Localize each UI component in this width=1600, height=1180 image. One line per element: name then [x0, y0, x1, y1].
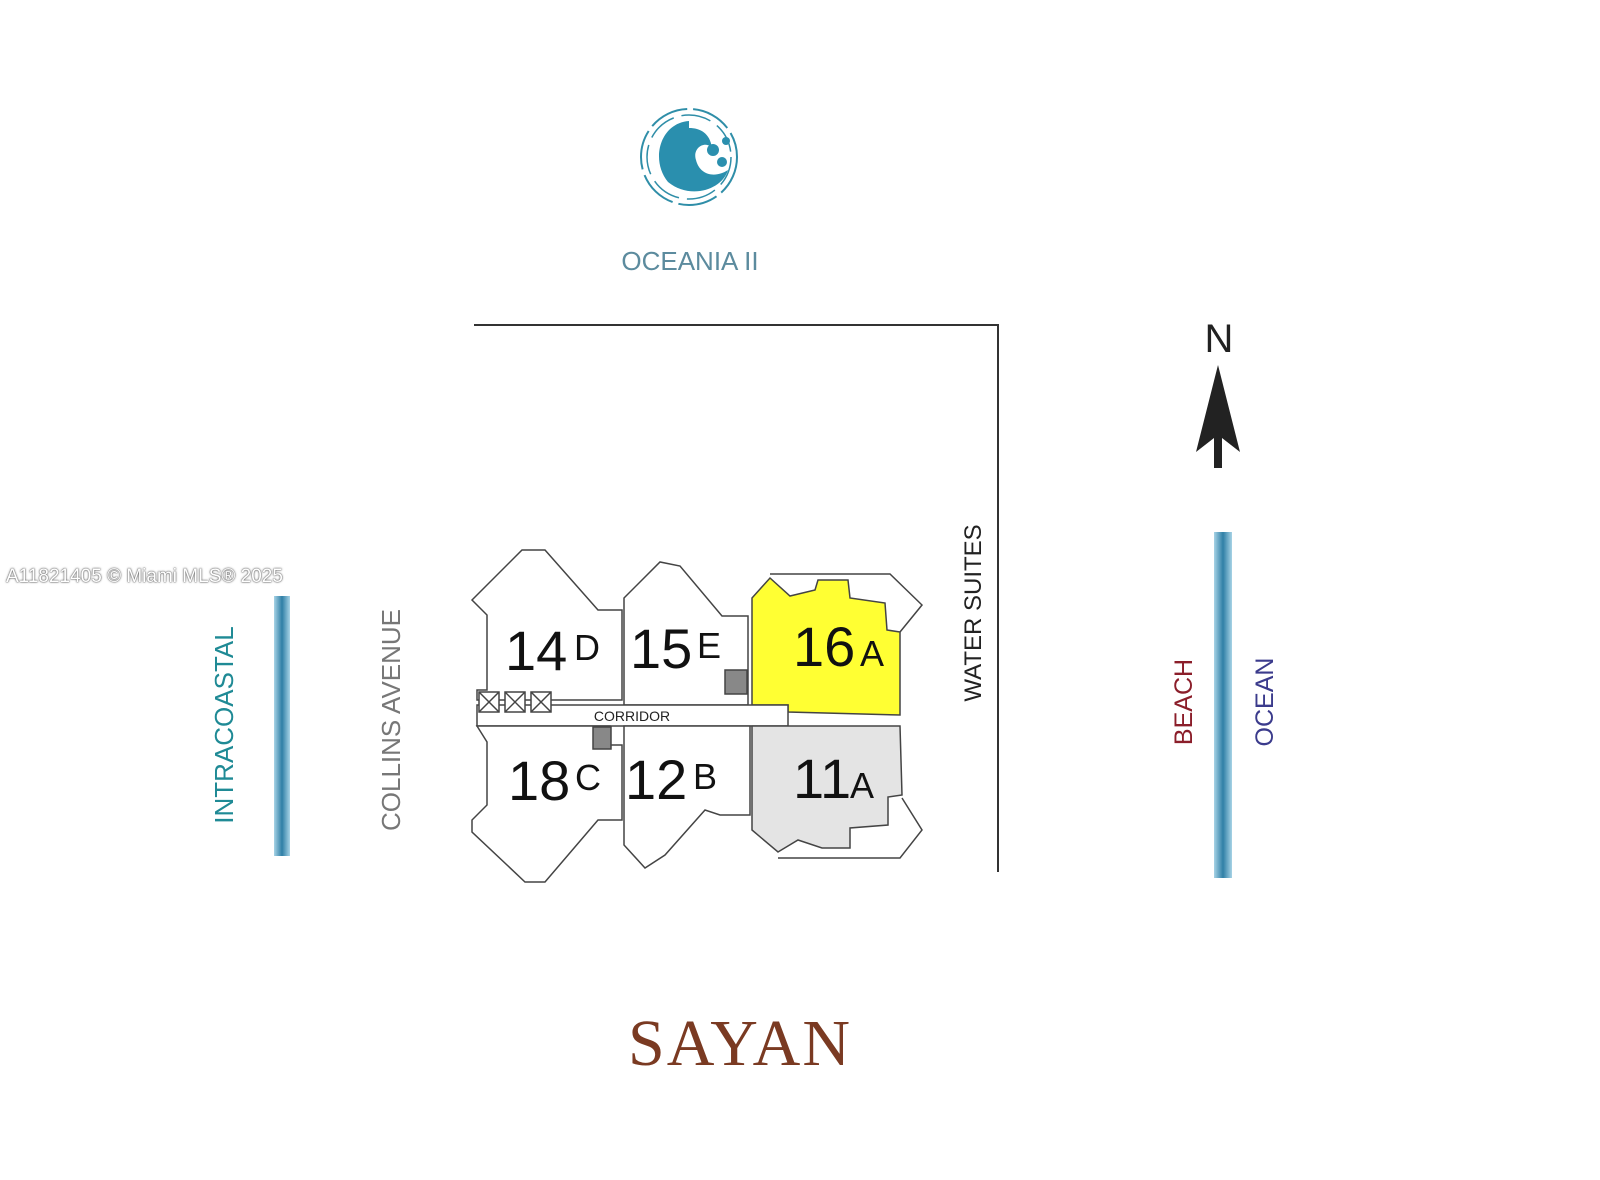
intracoastal-label: INTRACOASTAL: [209, 626, 239, 823]
svg-text:A: A: [860, 633, 884, 674]
unit-11a-area: [751, 725, 903, 853]
svg-text:11: 11: [793, 747, 851, 810]
watermark: A11821405 © Miami MLS® 2025: [6, 566, 283, 587]
elevator-icon: [504, 691, 526, 713]
svg-text:E: E: [697, 625, 721, 666]
floor-plan: [470, 549, 924, 883]
elevator-icon: [530, 691, 552, 713]
ocean-water: [1214, 532, 1232, 878]
wave-logo-icon: [640, 108, 738, 206]
svg-text:D: D: [574, 627, 600, 668]
oceania-title: OCEANIA II: [621, 246, 758, 276]
north-arrow-icon: N: [1196, 317, 1240, 468]
unit-12b-area: [623, 725, 751, 869]
unit-14d-area: [470, 549, 623, 701]
north-label: N: [1205, 317, 1234, 361]
water-suites-label: WATER SUITES: [960, 524, 987, 701]
beach-label: BEACH: [1170, 659, 1198, 745]
property-line: [474, 324, 999, 872]
svg-text:15: 15: [630, 617, 692, 680]
ocean-label: OCEAN: [1251, 658, 1279, 747]
svg-text:16: 16: [793, 615, 855, 678]
collins-avenue-label: COLLINS AVENUE: [376, 609, 406, 831]
svg-text:A: A: [850, 765, 874, 806]
svg-text:14: 14: [505, 619, 567, 682]
svg-text:B: B: [693, 756, 717, 797]
svg-text:12: 12: [625, 748, 687, 811]
sayan-logo: SAYAN: [628, 1007, 852, 1080]
unit-label-11a: 11A: [793, 747, 874, 810]
intracoastal-water: [274, 596, 290, 856]
svg-text:C: C: [575, 757, 601, 798]
corridor-label: CORRIDOR: [594, 708, 670, 724]
svg-text:18: 18: [508, 749, 570, 812]
stairs-icon: [592, 726, 612, 750]
elevator-icon: [478, 691, 500, 713]
stairs-icon: [724, 669, 748, 695]
